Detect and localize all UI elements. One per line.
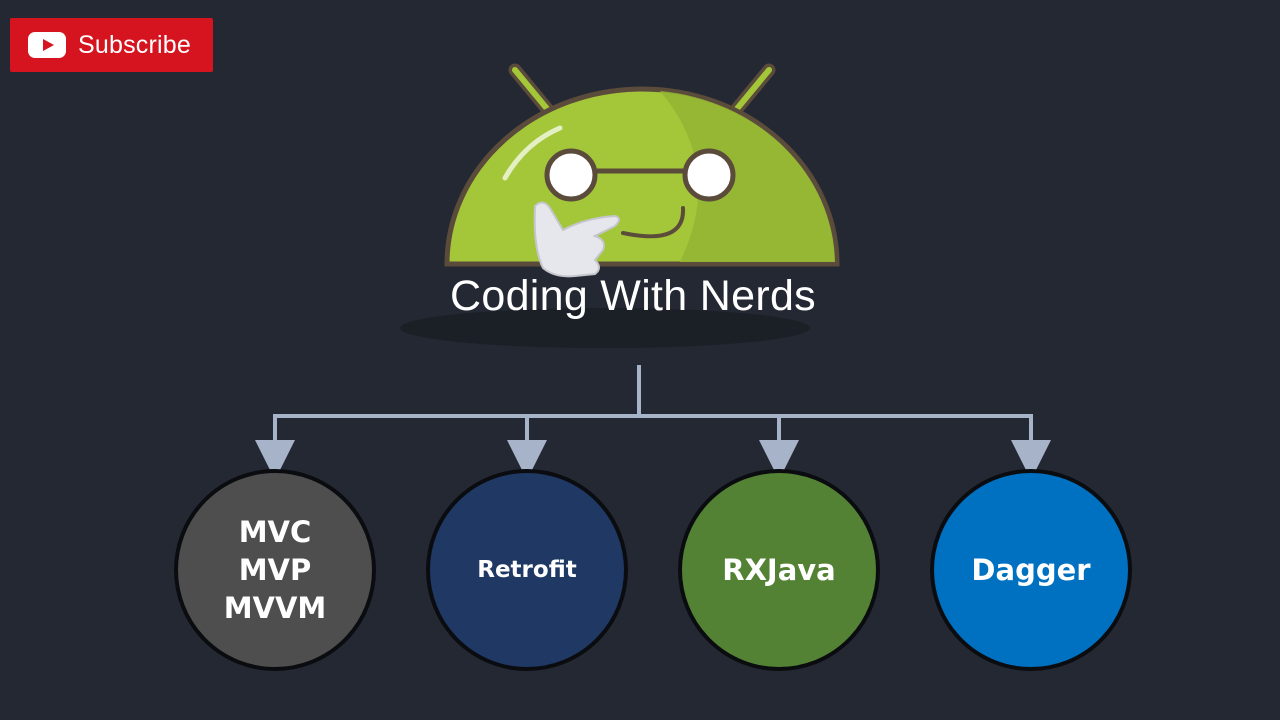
channel-title: Coding With Nerds	[450, 272, 816, 320]
node-label: MVC MVP MVVM	[223, 515, 327, 625]
node-label: Retrofit	[477, 557, 577, 583]
topic-node-retrofit: Retrofit	[426, 469, 628, 671]
topic-node-rxjava: RXJava	[678, 469, 880, 671]
android-thinking-mascot-icon	[400, 63, 840, 348]
topic-node-architecture: MVC MVP MVVM	[174, 469, 376, 671]
youtube-play-icon	[28, 32, 66, 58]
subscribe-label: Subscribe	[78, 30, 191, 59]
node-label: Dagger	[971, 553, 1091, 587]
subscribe-button[interactable]: Subscribe	[10, 18, 213, 72]
node-label: RXJava	[722, 553, 836, 587]
topic-node-dagger: Dagger	[930, 469, 1132, 671]
